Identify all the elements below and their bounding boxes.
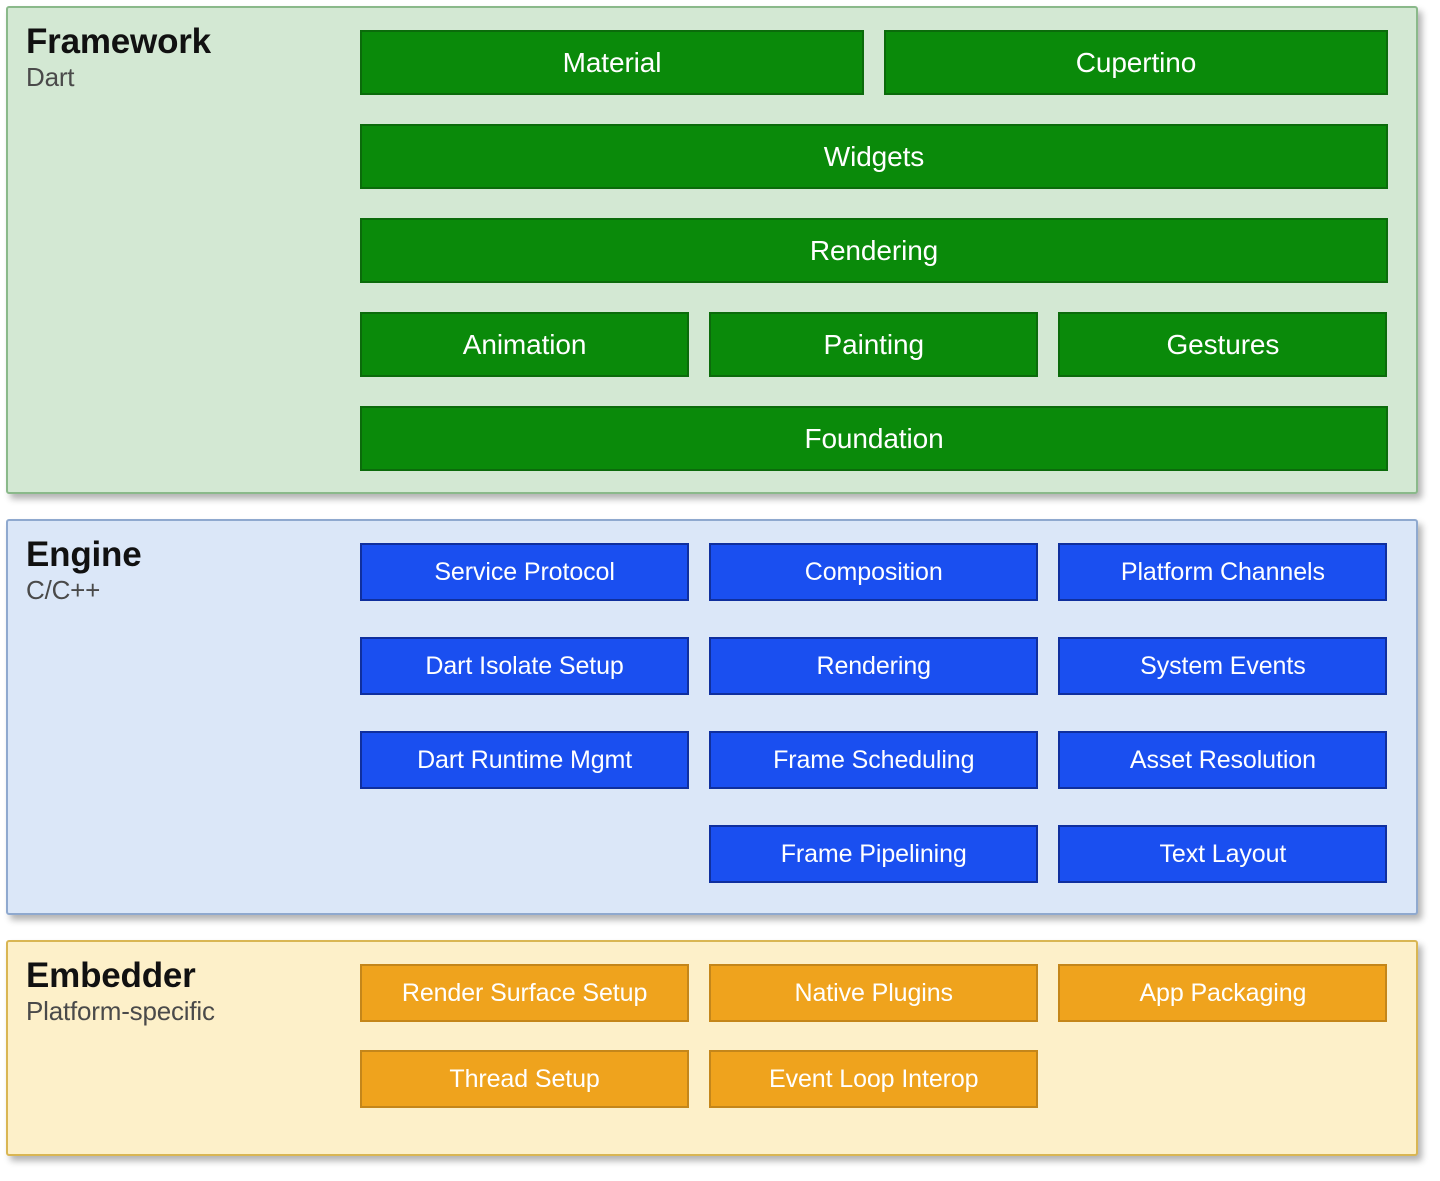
embedder-box-app-packaging[interactable]: App Packaging bbox=[1058, 964, 1388, 1022]
embedder-box-thread-setup[interactable]: Thread Setup bbox=[360, 1050, 690, 1108]
layer-embedder-title: Embedder bbox=[26, 956, 196, 995]
engine-row-4-empty-cell bbox=[360, 825, 689, 883]
framework-box-gestures[interactable]: Gestures bbox=[1058, 312, 1388, 377]
layer-embedder-subtitle: Platform-specific bbox=[26, 996, 215, 1027]
layer-embedder-label: Embedder Platform-specific bbox=[8, 942, 354, 1027]
engine-row-3: Dart Runtime Mgmt Frame Scheduling Asset… bbox=[360, 731, 1388, 789]
embedder-box-render-surface-setup[interactable]: Render Surface Setup bbox=[360, 964, 690, 1022]
framework-row-4: Animation Painting Gestures bbox=[360, 312, 1388, 377]
engine-box-asset-resolution[interactable]: Asset Resolution bbox=[1058, 731, 1388, 789]
gutter bbox=[1038, 964, 1058, 1022]
layer-engine: Engine C/C++ Service Protocol Compositio… bbox=[6, 519, 1418, 915]
gutter bbox=[1038, 312, 1058, 377]
engine-row-2: Dart Isolate Setup Rendering System Even… bbox=[360, 637, 1388, 695]
gutter bbox=[1038, 543, 1058, 601]
engine-box-frame-pipelining[interactable]: Frame Pipelining bbox=[709, 825, 1039, 883]
layer-engine-subtitle: C/C++ bbox=[26, 575, 101, 606]
embedder-row-1: Render Surface Setup Native Plugins App … bbox=[360, 964, 1388, 1022]
gutter bbox=[1038, 825, 1058, 883]
gutter bbox=[689, 637, 709, 695]
gutter bbox=[1038, 731, 1058, 789]
layer-framework: Framework Dart Material Cupertino Widget… bbox=[6, 6, 1418, 494]
engine-box-dart-isolate-setup[interactable]: Dart Isolate Setup bbox=[360, 637, 690, 695]
gutter bbox=[689, 825, 709, 883]
gutter bbox=[864, 30, 884, 95]
engine-box-dart-runtime-mgmt[interactable]: Dart Runtime Mgmt bbox=[360, 731, 690, 789]
engine-box-text-layout[interactable]: Text Layout bbox=[1058, 825, 1388, 883]
layer-engine-title: Engine bbox=[26, 535, 142, 574]
framework-row-1: Material Cupertino bbox=[360, 30, 1388, 95]
layer-framework-boxes: Material Cupertino Widgets Rendering Ani… bbox=[354, 8, 1416, 471]
framework-box-painting[interactable]: Painting bbox=[709, 312, 1039, 377]
embedder-row-2-empty-cell bbox=[1058, 1050, 1387, 1108]
framework-box-foundation[interactable]: Foundation bbox=[360, 406, 1388, 471]
engine-box-composition[interactable]: Composition bbox=[709, 543, 1039, 601]
gutter bbox=[689, 964, 709, 1022]
layer-framework-title: Framework bbox=[26, 22, 211, 61]
engine-box-platform-channels[interactable]: Platform Channels bbox=[1058, 543, 1388, 601]
framework-row-3: Rendering bbox=[360, 218, 1388, 283]
layer-engine-label: Engine C/C++ bbox=[8, 521, 354, 606]
framework-box-material[interactable]: Material bbox=[360, 30, 864, 95]
layer-framework-label: Framework Dart bbox=[8, 8, 354, 93]
framework-box-cupertino[interactable]: Cupertino bbox=[884, 30, 1388, 95]
framework-box-animation[interactable]: Animation bbox=[360, 312, 690, 377]
framework-row-5: Foundation bbox=[360, 406, 1388, 471]
embedder-box-native-plugins[interactable]: Native Plugins bbox=[709, 964, 1039, 1022]
gutter bbox=[689, 543, 709, 601]
layer-embedder-boxes: Render Surface Setup Native Plugins App … bbox=[354, 942, 1416, 1108]
engine-row-4: Frame Pipelining Text Layout bbox=[360, 825, 1388, 883]
layer-framework-subtitle: Dart bbox=[26, 62, 75, 93]
layer-embedder: Embedder Platform-specific Render Surfac… bbox=[6, 940, 1418, 1156]
engine-box-frame-scheduling[interactable]: Frame Scheduling bbox=[709, 731, 1039, 789]
gutter bbox=[1038, 1050, 1058, 1108]
embedder-box-event-loop-interop[interactable]: Event Loop Interop bbox=[709, 1050, 1039, 1108]
engine-box-system-events[interactable]: System Events bbox=[1058, 637, 1388, 695]
gutter bbox=[689, 1050, 709, 1108]
engine-row-1: Service Protocol Composition Platform Ch… bbox=[360, 543, 1388, 601]
engine-box-rendering[interactable]: Rendering bbox=[709, 637, 1039, 695]
gutter bbox=[689, 312, 709, 377]
framework-box-rendering[interactable]: Rendering bbox=[360, 218, 1388, 283]
layer-engine-boxes: Service Protocol Composition Platform Ch… bbox=[354, 521, 1416, 883]
gutter bbox=[689, 731, 709, 789]
engine-box-service-protocol[interactable]: Service Protocol bbox=[360, 543, 690, 601]
framework-box-widgets[interactable]: Widgets bbox=[360, 124, 1388, 189]
gutter bbox=[1038, 637, 1058, 695]
framework-row-2: Widgets bbox=[360, 124, 1388, 189]
embedder-row-2: Thread Setup Event Loop Interop bbox=[360, 1050, 1388, 1108]
